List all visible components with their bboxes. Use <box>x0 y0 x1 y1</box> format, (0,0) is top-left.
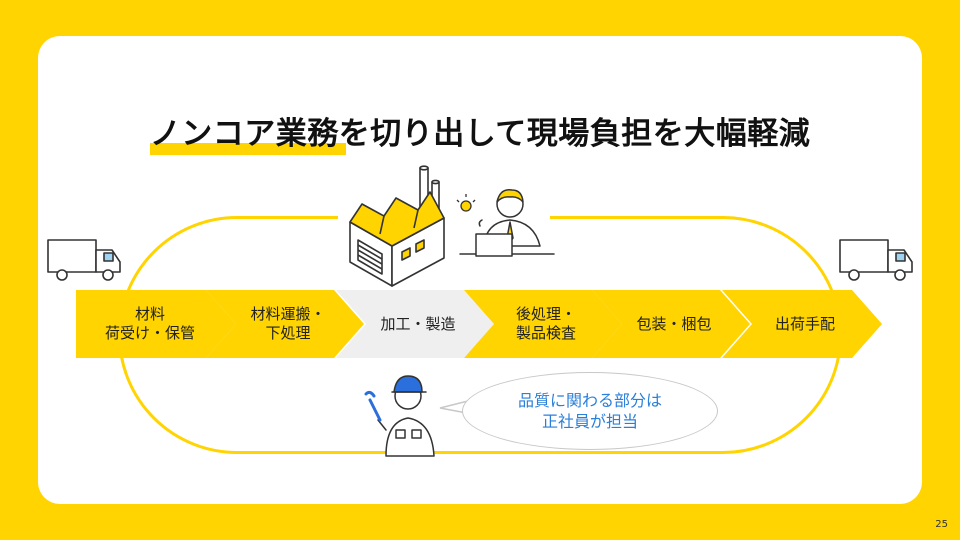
process-step: 材料 荷受け・保管 <box>76 290 236 358</box>
lightbulb-icon <box>456 194 476 212</box>
title-highlight <box>149 143 346 155</box>
title-wrap: ノンコア業務を切り出して現場負担を大幅軽減 <box>38 108 922 155</box>
worker-with-wrench-icon <box>364 375 435 457</box>
process-step-label: 後処理・ 製品検査 <box>515 305 576 342</box>
process-step-label: 加工・製造 <box>380 314 456 333</box>
truck-icon <box>839 239 913 281</box>
truck-icon <box>47 239 121 281</box>
process-step-label: 出荷手配 <box>774 314 835 333</box>
office-worker-icon <box>456 189 555 257</box>
speech-bubble: 品質に関わる部分は 正社員が担当 <box>462 372 718 450</box>
page-number: 25 <box>935 519 948 530</box>
slide-title-text: ノンコア業務を切り出して現場負担を大幅軽減 <box>149 116 811 152</box>
process-flow: 材料 荷受け・保管 材料運搬・ 下処理 加工・製造 後処理・ 製品検査 包装・梱… <box>76 290 886 358</box>
factory-icon <box>349 165 445 287</box>
process-step-label: 包装・梱包 <box>636 314 712 333</box>
speech-bubble-text: 品質に関わる部分は 正社員が担当 <box>517 391 662 431</box>
process-step-label: 材料運搬・ 下処理 <box>250 305 326 342</box>
process-step-label: 材料 荷受け・保管 <box>104 305 195 342</box>
slide-card: ノンコア業務を切り出して現場負担を大幅軽減 <box>38 36 922 504</box>
slide-title: ノンコア業務を切り出して現場負担を大幅軽減 <box>149 108 811 155</box>
